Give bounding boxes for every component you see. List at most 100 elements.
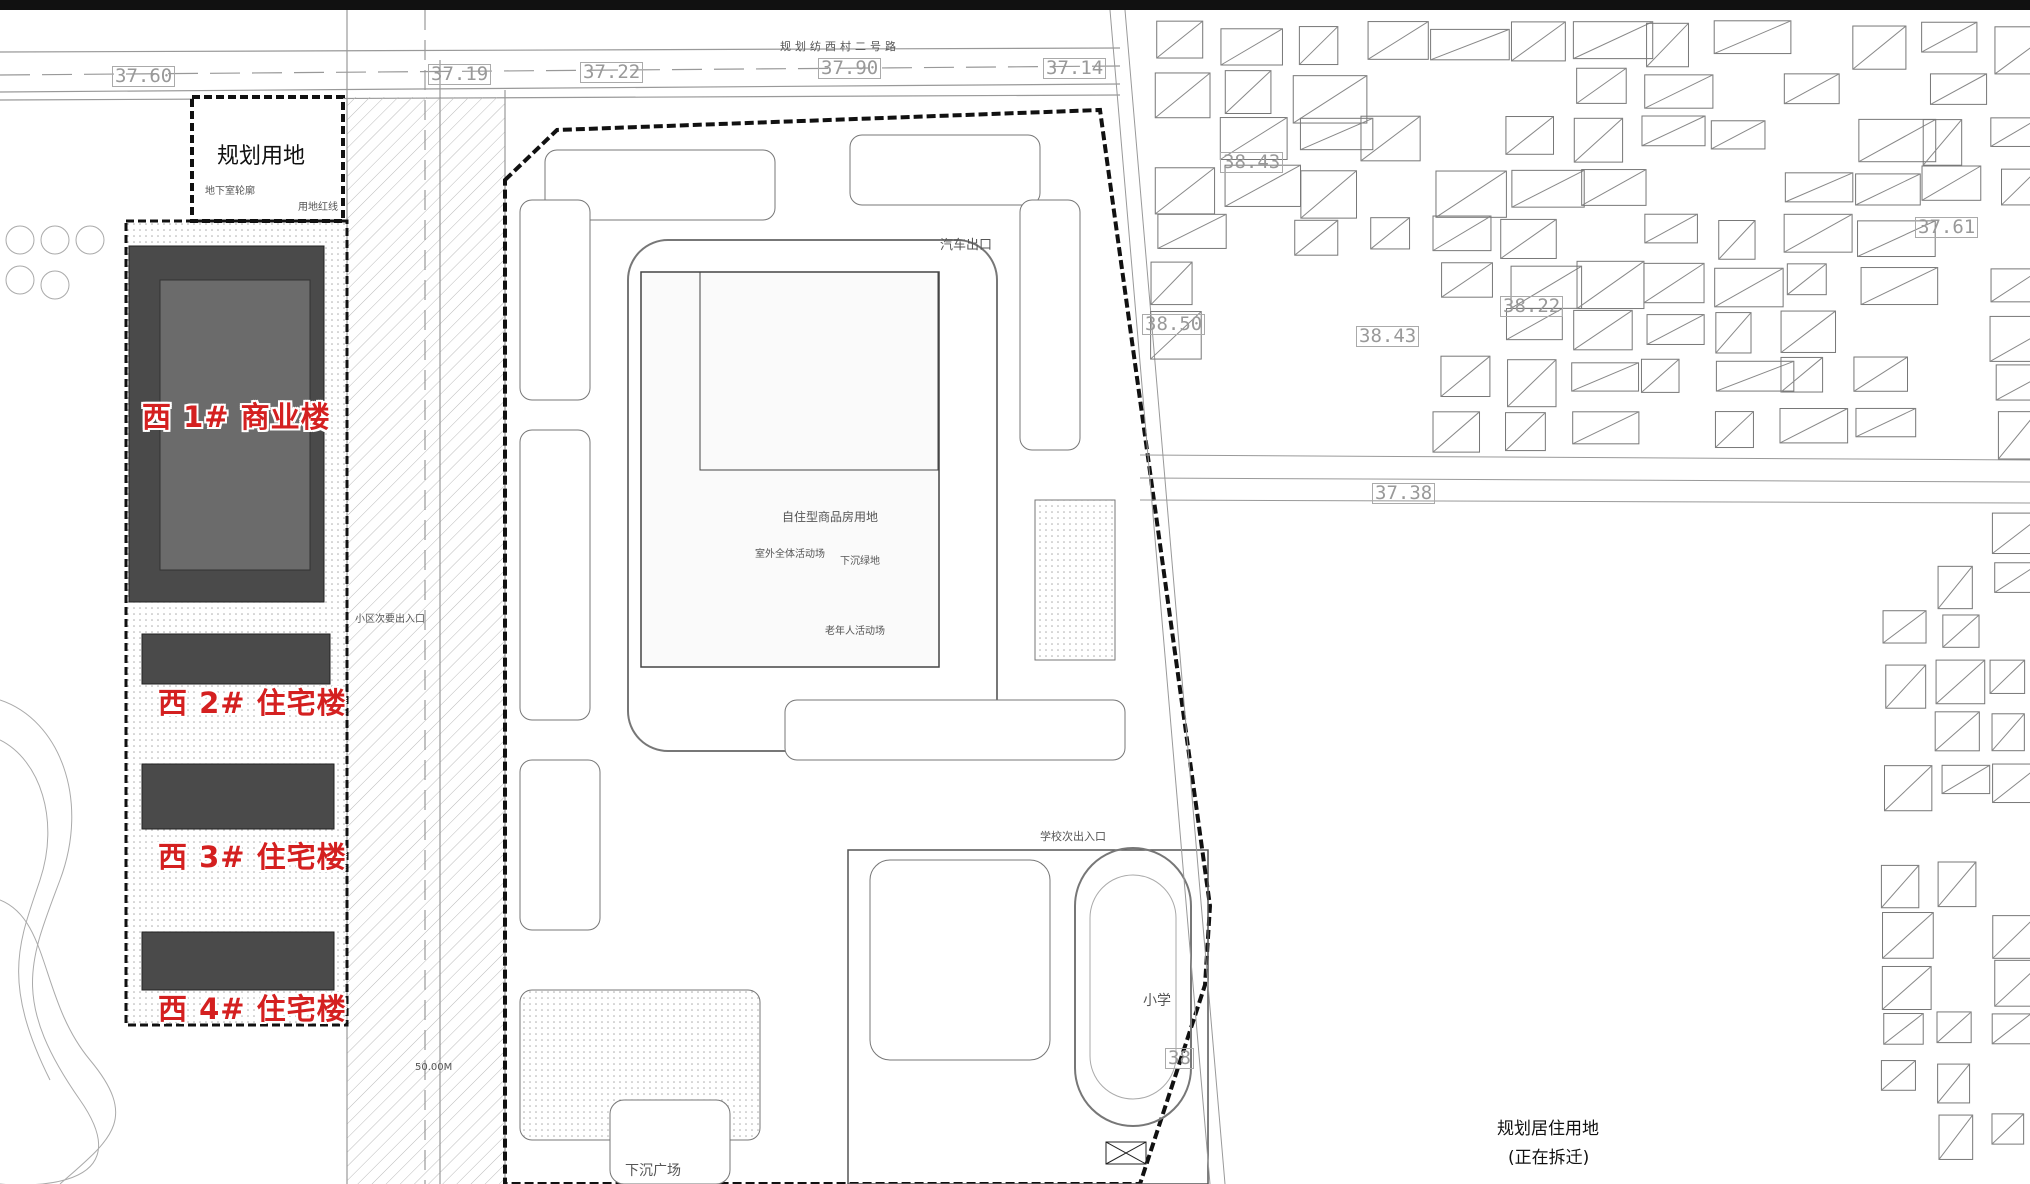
- existing-building: [1783, 73, 1840, 105]
- building-hatch: [1994, 972, 2030, 1007]
- existing-building: [1511, 169, 1585, 208]
- building-hatch: [1576, 260, 1645, 309]
- elevation-label: 37.14: [1043, 58, 1107, 79]
- building-hatch: [1367, 21, 1429, 60]
- building-hatch: [1646, 314, 1705, 345]
- building-hatch: [1992, 524, 2030, 554]
- building-hatch: [1857, 220, 1936, 257]
- building-hatch: [1224, 70, 1272, 114]
- building-hatch: [1992, 772, 2030, 803]
- building-hatch: [1644, 74, 1714, 109]
- existing-building: [1713, 20, 1792, 55]
- existing-building: [1643, 262, 1705, 304]
- existing-building: [1435, 170, 1507, 218]
- school-building: [869, 859, 1051, 1061]
- building-west-1-core: [159, 279, 311, 571]
- top-road: [0, 47, 1121, 101]
- building-hatch: [1779, 408, 1848, 444]
- building-hatch: [1785, 172, 1854, 203]
- existing-building: [1882, 912, 1934, 959]
- building-label-west-4: 西 4# 住宅楼: [158, 992, 347, 1026]
- existing-building: [1432, 411, 1481, 453]
- planning-land-box: [190, 95, 345, 223]
- building-hatch: [1922, 119, 1963, 166]
- building-hatch: [1505, 412, 1546, 451]
- existing-building: [1715, 312, 1752, 354]
- building-hatch: [1430, 28, 1510, 61]
- existing-building: [1294, 219, 1339, 256]
- existing-building: [2001, 168, 2030, 206]
- existing-building: [1500, 218, 1557, 259]
- building-hatch: [1855, 173, 1921, 206]
- existing-building: [1885, 664, 1927, 709]
- building-hatch: [1858, 118, 1936, 163]
- existing-building: [1441, 262, 1493, 298]
- existing-building: [1929, 73, 1988, 105]
- elevation-label: 38: [1165, 1048, 1194, 1069]
- building-hatch: [1937, 566, 1973, 609]
- existing-building: [1224, 70, 1272, 115]
- existing-building: [1507, 359, 1557, 408]
- building-hatch: [1641, 115, 1706, 147]
- building-hatch: [1787, 263, 1827, 296]
- existing-building: [1992, 763, 2030, 804]
- elevation-label: 37.90: [818, 58, 882, 79]
- building-hatch: [1937, 1063, 1970, 1104]
- building-hatch: [1784, 73, 1840, 105]
- building-hatch: [1432, 215, 1492, 252]
- existing-building: [1991, 713, 2025, 752]
- existing-building: [1855, 173, 1921, 206]
- existing-building: [1858, 118, 1937, 163]
- underground-garage-label: 地下室轮廓: [205, 186, 255, 197]
- building-hatch: [1506, 308, 1563, 341]
- building-hatch: [1360, 115, 1421, 162]
- building-hatch: [1942, 614, 1980, 648]
- existing-building: [1995, 364, 2030, 401]
- existing-building: [1937, 565, 1973, 610]
- existing-building: [1992, 915, 2030, 959]
- building-hatch: [1581, 169, 1647, 206]
- existing-building: [1989, 659, 2026, 694]
- building-hatch: [1783, 213, 1853, 253]
- building-hatch: [1930, 73, 1987, 105]
- building-hatch: [1154, 167, 1215, 215]
- community-entrance-label: 小区次要出入口: [355, 614, 425, 625]
- existing-building: [1156, 20, 1204, 59]
- east-existing-buildings: [1150, 20, 2030, 1160]
- building-hatch: [1643, 262, 1705, 304]
- existing-building: [1150, 261, 1193, 306]
- existing-building: [1860, 267, 1939, 306]
- dimension-50m: 50.00M: [415, 1062, 453, 1073]
- existing-building: [1505, 308, 1563, 341]
- building-hatch: [1711, 120, 1766, 150]
- building-label-west-1: 西 1# 商业楼: [142, 400, 331, 434]
- building-hatch: [1882, 610, 1927, 644]
- elevation-label: 38.43: [1220, 152, 1284, 173]
- building-hatch: [1511, 169, 1585, 208]
- building-hatch: [1991, 1113, 2024, 1145]
- building-hatch: [1156, 20, 1204, 59]
- existing-building: [1780, 356, 1824, 393]
- building-hatch: [1937, 861, 1977, 907]
- existing-building: [1884, 765, 1933, 812]
- building-hatch: [1157, 213, 1227, 249]
- building-west-3: [141, 763, 335, 830]
- building-hatch: [1507, 359, 1557, 408]
- elevation-label: 37.38: [1372, 483, 1436, 504]
- residential-plot-label: 自住型商品房用地: [782, 510, 879, 524]
- existing-building: [1644, 74, 1714, 109]
- building-hatch: [1644, 213, 1698, 244]
- building-hatch: [1714, 267, 1784, 308]
- existing-building: [1505, 412, 1546, 452]
- road-name: 规划纺西村二号路: [780, 40, 900, 53]
- building-hatch: [1991, 1013, 2030, 1045]
- building-hatch: [1220, 28, 1283, 66]
- east-land-label: 规划居住用地: [1497, 1119, 1599, 1139]
- existing-building: [1991, 1113, 2025, 1145]
- building-hatch: [1299, 26, 1339, 65]
- building-hatch: [1935, 659, 1986, 705]
- existing-building: [1779, 408, 1849, 444]
- east-lines: [1109, 9, 2030, 1184]
- elevation-label: 38.50: [1142, 314, 1206, 335]
